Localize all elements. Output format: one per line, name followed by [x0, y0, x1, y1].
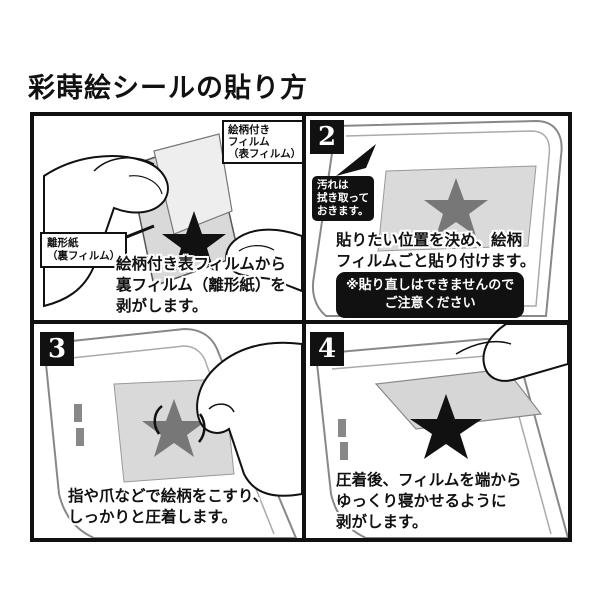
step-2-caption-line-1: 貼りたい位置を決め、絵柄: [336, 230, 535, 251]
step-4-caption-line-1: 圧着後、フィルムを端から: [336, 470, 521, 491]
wipe-label-line-1: 汚れは: [317, 179, 369, 192]
step-1-caption-line-3: 剥がします。: [116, 296, 286, 317]
step-4-caption-line-2: ゆっくり寝かせるように: [336, 491, 521, 512]
page-title: 彩蒔絵シールの貼り方: [28, 66, 308, 105]
step-1-caption: 絵柄付き表フィルムから 裏フィルム（離形紙）を 剥がします。: [116, 254, 286, 317]
step-3-number: 3: [40, 332, 74, 366]
step-3-caption-line-2: しっかりと圧着します。: [68, 507, 268, 528]
step-4-caption-line-3: 剥がします。: [336, 512, 521, 533]
step-3-caption: 指や爪などで絵柄をこすり、 しっかりと圧着します。: [68, 486, 268, 528]
wipe-label-line-2: 拭き取って: [317, 192, 369, 205]
backing-label-line-2: （裏フィルム）: [47, 250, 120, 263]
instruction-grid: 絵柄付き フィルム （表フィルム） 離形紙 （裏フィルム） 絵柄付き表フィルムか…: [30, 112, 572, 542]
wipe-label-tag: 汚れは 拭き取って おきます。: [312, 176, 374, 221]
film-label-tag: 絵柄付き フィルム （表フィルム）: [222, 120, 302, 164]
step-2-caption-line-2: フィルムごと貼り付けます。: [336, 251, 535, 272]
backing-label-tag: 離形紙 （裏フィルム）: [40, 232, 127, 268]
film-label-line-3: （表フィルム）: [228, 148, 301, 160]
step-2-panel: 2 汚れは 拭き取って おきます。 貼りたい位置を決め、絵柄 フィルムごと貼り付…: [306, 116, 568, 320]
film-label-line-1: 絵柄付き: [228, 124, 301, 136]
film-label-line-2: フィルム: [228, 136, 301, 148]
step-2-note-line-2: ご注意ください: [346, 295, 514, 313]
wipe-label-line-3: おきます。: [317, 205, 369, 218]
step-2-note-line-1: ※貼り直しはできませんので: [346, 277, 514, 295]
step-3-panel: 3 指や爪などで絵柄をこすり、 しっかりと圧着します。: [34, 324, 302, 538]
step-3-caption-line-1: 指や爪などで絵柄をこすり、: [68, 486, 268, 507]
backing-label-line-1: 離形紙: [47, 237, 120, 250]
step-1-caption-line-2: 裏フィルム（離形紙）を: [116, 275, 286, 296]
step-2-caption: 貼りたい位置を決め、絵柄 フィルムごと貼り付けます。: [336, 230, 535, 272]
step-2-number: 2: [310, 120, 344, 154]
step-2-warning-note: ※貼り直しはできませんので ご注意ください: [336, 272, 524, 318]
step-1-panel: 絵柄付き フィルム （表フィルム） 離形紙 （裏フィルム） 絵柄付き表フィルムか…: [34, 116, 302, 320]
step-1-caption-line-1: 絵柄付き表フィルムから: [116, 254, 286, 275]
step-4-number: 4: [310, 332, 344, 366]
step-4-caption: 圧着後、フィルムを端から ゆっくり寝かせるように 剥がします。: [336, 470, 521, 533]
step-4-panel: 4 圧着後、フィルムを端から ゆっくり寝かせるように 剥がします。: [306, 324, 568, 538]
